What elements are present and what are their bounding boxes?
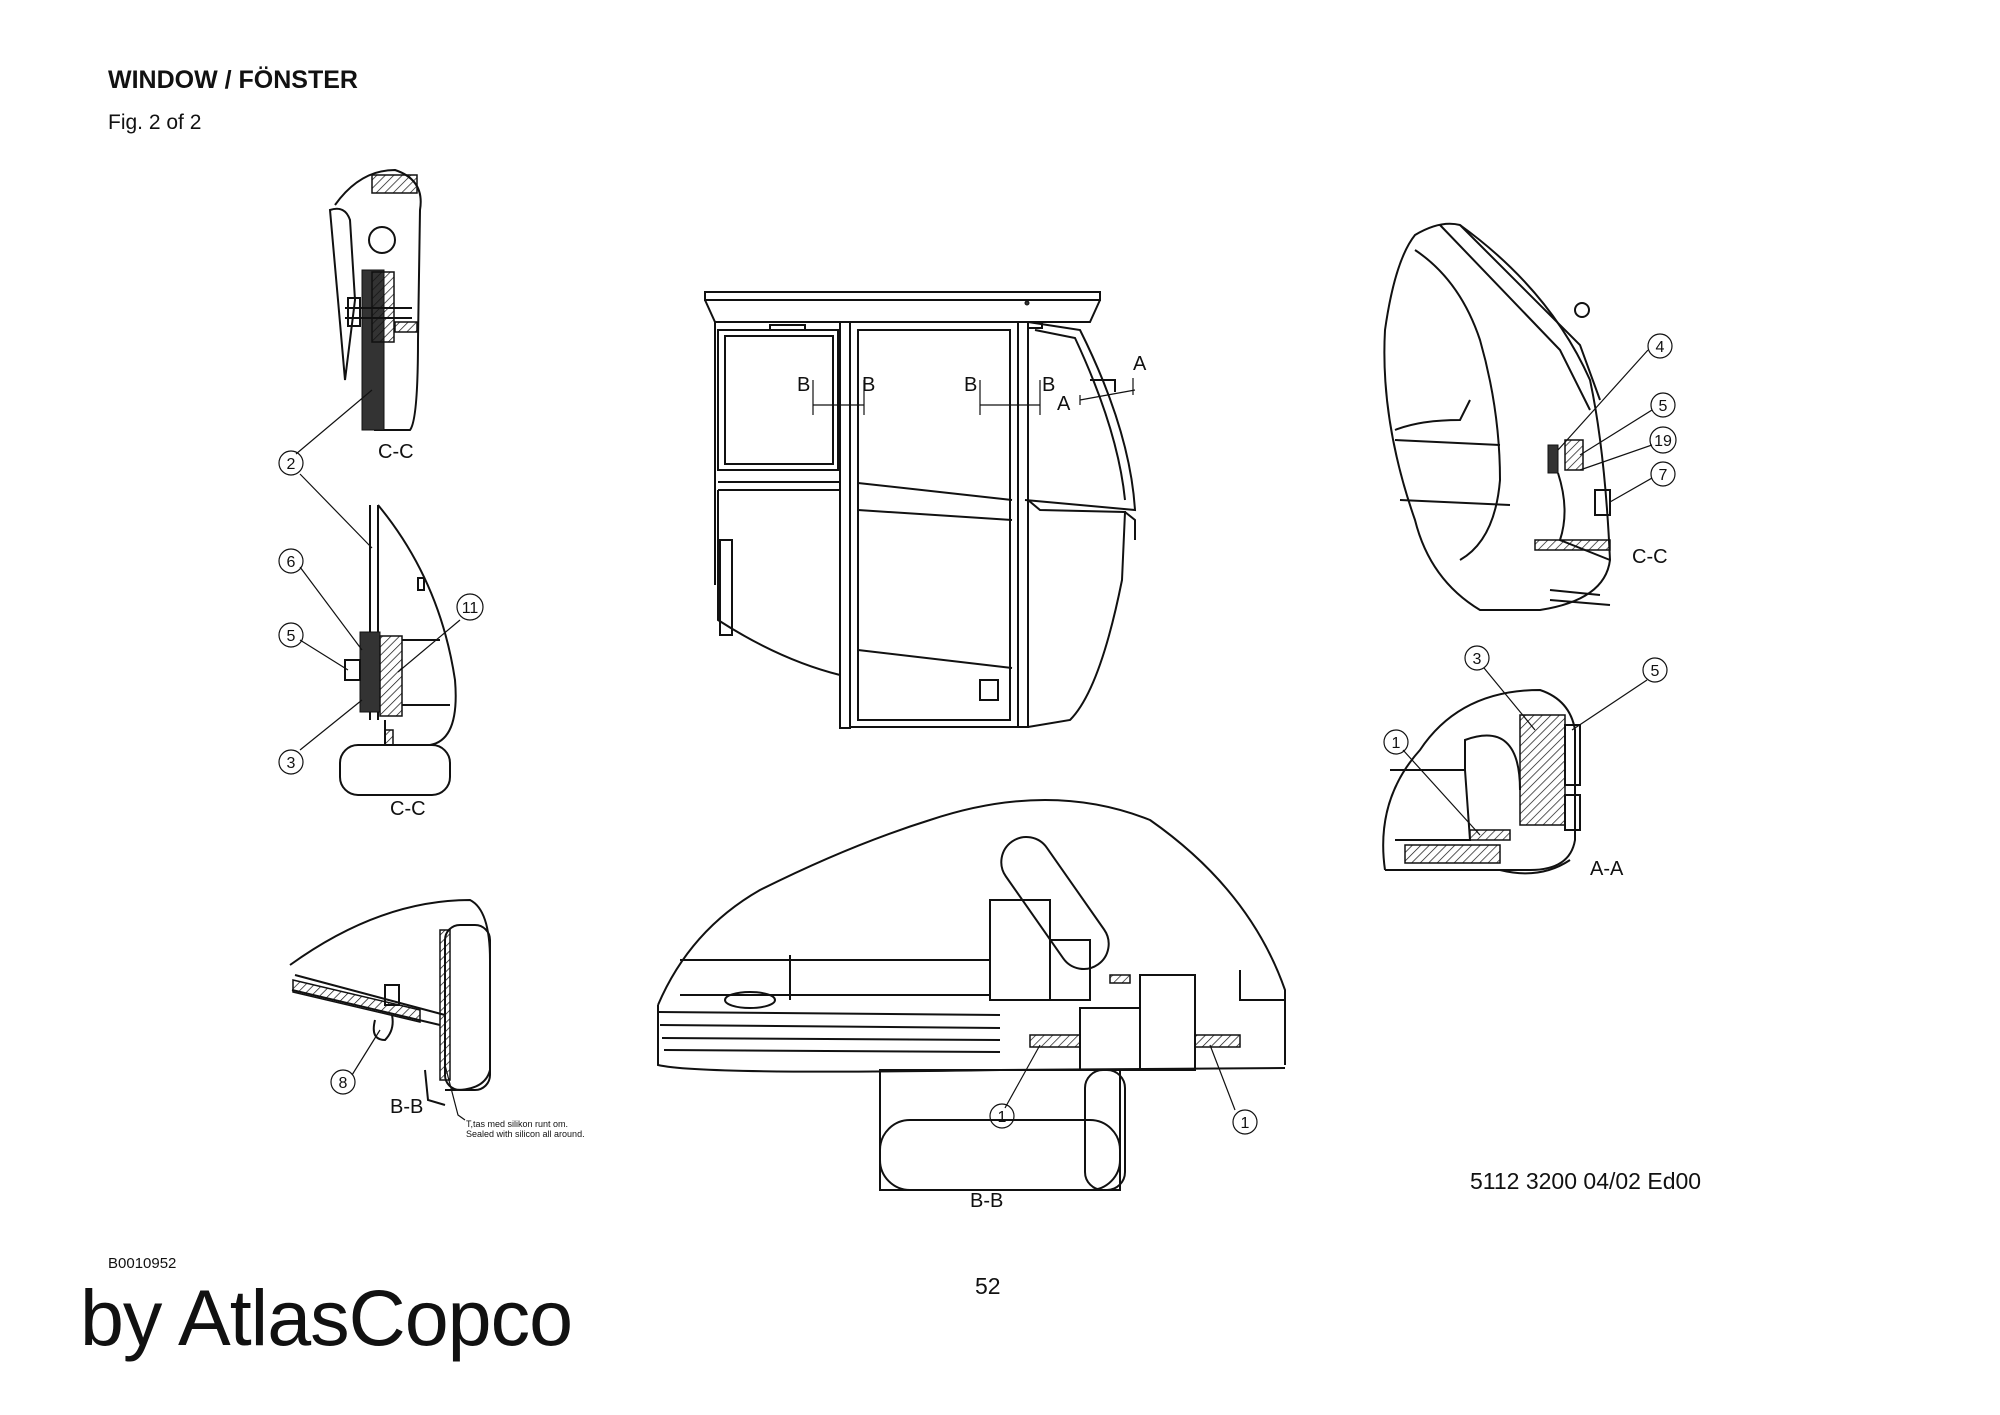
detail-bb-left (289, 898, 491, 1121)
callout-5: 5 (278, 622, 304, 648)
callout-2: 2 (278, 450, 304, 476)
svg-text:Sealed with silicon all around: Sealed with silicon all around. (466, 1129, 585, 1139)
section-label-cc-top: C-C (378, 441, 414, 463)
sealing-note: T,tas med silikon runt om. Sealed with s… (466, 1119, 585, 1139)
svg-text:5: 5 (1659, 398, 1668, 415)
callout-5-right: 5 (1650, 392, 1676, 418)
svg-text:8: 8 (339, 1075, 348, 1092)
cab-mark-a2: A (1057, 393, 1071, 415)
callout-7-right: 7 (1650, 461, 1676, 487)
svg-text:3: 3 (287, 755, 296, 772)
detail-cc-right (1383, 222, 1612, 611)
callout-11: 11 (456, 593, 484, 621)
cab-section-marks: B B B B A A (797, 353, 1147, 415)
cab-mark-b4: B (1042, 374, 1055, 396)
section-label-bb-bottom: B-B (970, 1190, 1003, 1212)
callout-1-aa: 1 (1383, 729, 1409, 755)
svg-text:T,tas med silikon runt om.: T,tas med silikon runt om. (466, 1119, 568, 1129)
section-label-aa: A-A (1590, 858, 1624, 880)
page-title: WINDOW / FÖNSTER (108, 66, 358, 94)
svg-text:2: 2 (287, 456, 296, 473)
detail-aa (1382, 688, 1581, 875)
callout-5-aa: 5 (1642, 657, 1668, 683)
brand-watermark: by AtlasCopco (80, 1273, 573, 1362)
section-label-cc-right: C-C (1632, 546, 1668, 568)
callout-bubbles: 2 6 5 11 3 4 5 19 (278, 333, 1677, 1135)
callout-19-right: 19 (1649, 426, 1677, 454)
detail-cc-top (328, 168, 422, 431)
drawing-id: B0010952 (108, 1255, 177, 1272)
detail-cc-mid (339, 504, 457, 796)
svg-text:3: 3 (1473, 651, 1482, 668)
callout-6: 6 (278, 548, 304, 574)
callout-8-bb: 8 (330, 1069, 356, 1095)
callout-4-right: 4 (1647, 333, 1673, 359)
section-label-cc-mid: C-C (390, 798, 426, 820)
svg-text:5: 5 (1651, 663, 1660, 680)
svg-text:5: 5 (287, 628, 296, 645)
figure-number: Fig. 2 of 2 (108, 111, 202, 134)
page-number: 52 (975, 1273, 1001, 1299)
section-labels: C-C C-C C-C A-A B-B B-B (378, 441, 1668, 1212)
cab-mark-b1: B (797, 374, 810, 396)
cab-mark-a1: A (1133, 353, 1147, 375)
svg-text:1: 1 (998, 1109, 1007, 1126)
callout-1-bb-right: 1 (1232, 1109, 1258, 1135)
svg-text:6: 6 (287, 554, 296, 571)
cab-mark-b3: B (964, 374, 977, 396)
svg-text:7: 7 (1659, 467, 1668, 484)
svg-text:1: 1 (1241, 1115, 1250, 1132)
svg-text:11: 11 (462, 600, 479, 617)
callout-1-bb-left: 1 (989, 1103, 1015, 1129)
svg-text:4: 4 (1656, 339, 1665, 356)
svg-text:19: 19 (1654, 433, 1672, 450)
section-label-bb-left: B-B (390, 1096, 423, 1118)
callout-3-aa: 3 (1464, 645, 1490, 671)
document-reference: 5112 3200 04/02 Ed00 (1470, 1168, 1702, 1194)
detail-bb-bottom (657, 799, 1286, 1191)
callout-3: 3 (278, 749, 304, 775)
cab-drawing (704, 291, 1137, 729)
cab-mark-b2: B (862, 374, 875, 396)
leader-lines (295, 349, 1653, 1111)
svg-text:1: 1 (1392, 735, 1401, 752)
